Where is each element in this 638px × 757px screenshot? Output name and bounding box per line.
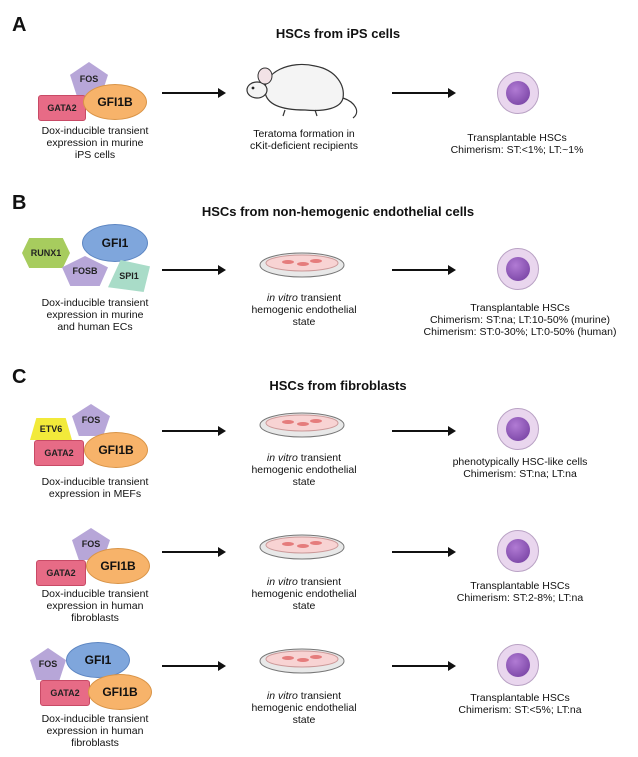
panel-letter-b: B: [12, 192, 27, 214]
left-caption-c2: Dox-inducible transient expression in hu…: [41, 588, 149, 624]
right-caption-b: Transplantable HSCs Chimerism: ST:na; LT…: [423, 302, 617, 338]
gata2-factor: GATA2: [36, 560, 86, 586]
hsc-cell-c1: [497, 408, 539, 450]
gfi1-factor: GFI1: [66, 642, 130, 678]
hsc-cell-b: [497, 248, 539, 290]
arrow-c3-2: [392, 661, 456, 671]
arrow-b-1: [162, 265, 226, 275]
right-caption-c2: Transplantable HSCs Chimerism: ST:2-8%; …: [456, 580, 584, 604]
mouse-icon: [246, 63, 358, 119]
left-caption-c1: Dox-inducible transient expression in ME…: [41, 476, 149, 500]
spi1-factor: SPI1: [108, 260, 150, 292]
culture-dish-icon: [259, 252, 345, 278]
left-caption-c3: Dox-inducible transient expression in hu…: [41, 713, 149, 749]
fos-factor: FOS: [72, 404, 110, 436]
arrow-c2-1: [162, 547, 226, 557]
gfi1b-factor: GFI1B: [84, 432, 148, 468]
arrow-a-2: [392, 88, 456, 98]
right-caption-c1: phenotypically HSC-like cells Chimerism:…: [452, 456, 588, 480]
nucleus-icon: [506, 257, 530, 281]
etv6-factor: ETV6: [30, 418, 72, 440]
runx1-factor: RUNX1: [22, 238, 70, 268]
left-caption-a: Dox-inducible transient expression in mu…: [41, 125, 149, 161]
gata2-factor: GATA2: [40, 680, 90, 706]
fosb-factor: FOSB: [62, 256, 108, 286]
hsc-cell-c2: [497, 530, 539, 572]
panel-title-c: HSCs from fibroblasts: [269, 378, 407, 393]
arrow-c1-2: [392, 426, 456, 436]
arrow-b-2: [392, 265, 456, 275]
gfi1b-factor: GFI1B: [88, 674, 152, 710]
culture-dish-icon: [259, 534, 345, 560]
hsc-cell-c3: [497, 644, 539, 686]
gata2-factor: GATA2: [38, 95, 86, 121]
panel-title-a: HSCs from iPS cells: [275, 26, 401, 41]
panel-letter-c: C: [12, 366, 27, 388]
culture-dish-icon: [259, 412, 345, 438]
right-caption-c3: Transplantable HSCs Chimerism: ST:<5%; L…: [458, 692, 582, 716]
panel-letter-a: A: [12, 14, 27, 36]
nucleus-icon: [506, 417, 530, 441]
fos-factor: FOS: [30, 648, 66, 680]
gfi1b-factor: GFI1B: [83, 84, 147, 120]
arrow-a-1: [162, 88, 226, 98]
middle-caption-c3: in vitro transient hemogenic endothelial…: [251, 690, 357, 726]
middle-caption-a: Teratoma formation in cKit-deficient rec…: [250, 128, 358, 152]
nucleus-icon: [506, 653, 530, 677]
arrow-c1-1: [162, 426, 226, 436]
nucleus-icon: [506, 539, 530, 563]
right-caption-a: Transplantable HSCs Chimerism: ST:<1%; L…: [450, 132, 584, 156]
left-caption-b: Dox-inducible transient expression in mu…: [41, 297, 149, 333]
gata2-factor: GATA2: [34, 440, 84, 466]
middle-caption-c1: in vitro transient hemogenic endothelial…: [251, 452, 357, 488]
arrow-c3-1: [162, 661, 226, 671]
middle-caption-b: in vitro transient hemogenic endothelial…: [251, 292, 357, 328]
hsc-cell-a: [497, 72, 539, 114]
gfi1b-factor: GFI1B: [86, 548, 150, 584]
nucleus-icon: [506, 81, 530, 105]
middle-caption-c2: in vitro transient hemogenic endothelial…: [251, 576, 357, 612]
culture-dish-icon: [259, 648, 345, 674]
arrow-c2-2: [392, 547, 456, 557]
gfi1-factor: GFI1: [82, 224, 148, 262]
panel-title-b: HSCs from non-hemogenic endothelial cell…: [201, 204, 475, 219]
